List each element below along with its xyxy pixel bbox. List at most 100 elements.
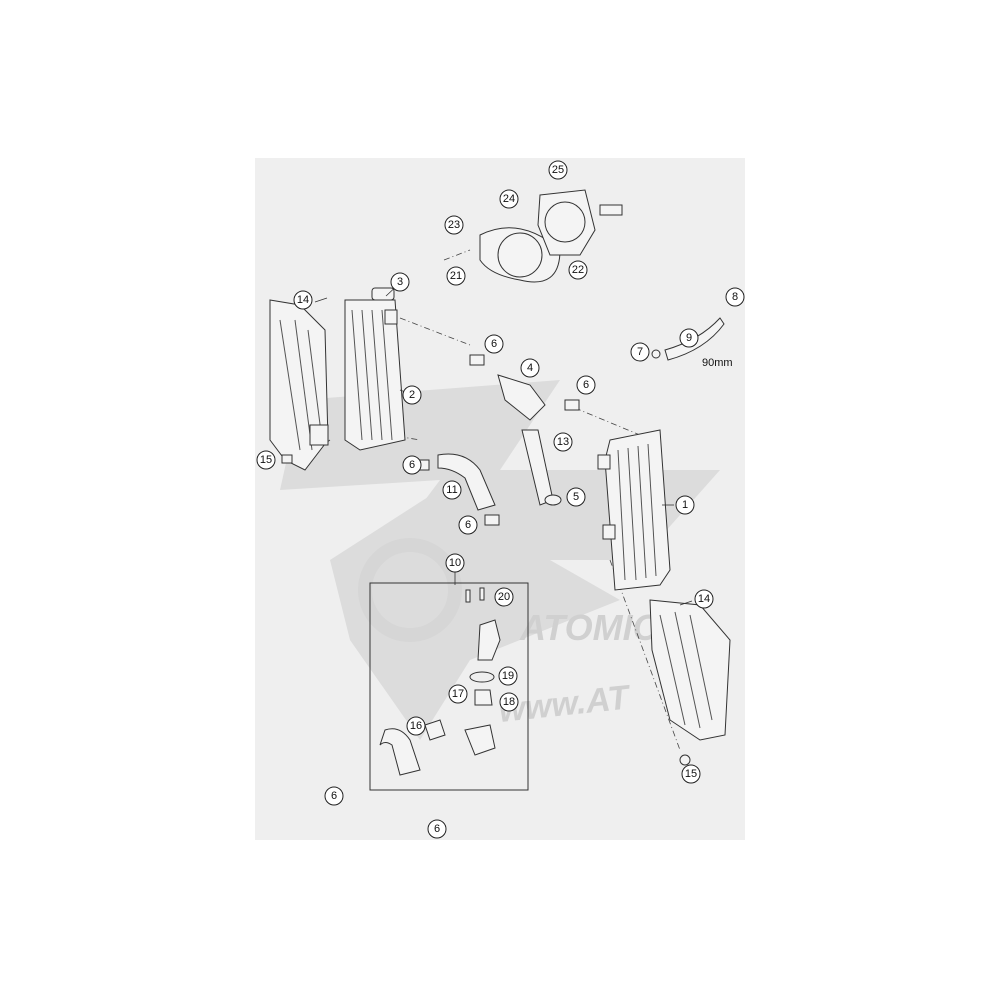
leader-line <box>314 297 328 303</box>
callout-label: 13 <box>557 436 569 448</box>
fan-bracket <box>479 227 561 283</box>
measurement-note: 90mm <box>702 357 733 369</box>
left-radiator-guard <box>269 299 329 471</box>
callout-label: 23 <box>448 219 460 231</box>
right-guard-louver <box>659 614 686 726</box>
left-guard-louver <box>307 329 323 441</box>
callout-label: 7 <box>637 346 643 358</box>
callout-label: 21 <box>450 270 462 282</box>
callout-label: 3 <box>397 276 403 288</box>
fan-assembly <box>479 189 623 283</box>
callout-label: 6 <box>434 823 440 835</box>
fitting-7 <box>651 349 661 359</box>
screw-20 <box>465 589 471 603</box>
callout-6: 6 <box>324 786 344 806</box>
callout-11: 11 <box>442 480 462 500</box>
radiator-fin <box>371 309 383 441</box>
callout-label: 2 <box>409 389 415 401</box>
thermostat-18 <box>474 689 493 706</box>
callout-label: 9 <box>686 332 692 344</box>
callout-label: 17 <box>452 688 464 700</box>
callout-label: 11 <box>446 484 457 496</box>
right-radiator <box>597 429 671 591</box>
callout-label: 8 <box>732 291 738 303</box>
fan-bracket-ring <box>497 232 543 278</box>
callout-17: 17 <box>448 684 468 704</box>
fan-rotor <box>544 201 586 243</box>
right-guard-body <box>649 599 731 741</box>
callout-label: 6 <box>491 338 497 350</box>
thermostat-housing-top <box>477 619 501 661</box>
callout-10: 10 <box>445 553 465 573</box>
thermostat-group-frame <box>369 582 529 791</box>
callout-6: 6 <box>576 375 596 395</box>
fan-connector <box>599 204 623 216</box>
callout-label: 6 <box>331 790 337 802</box>
radiator-fin <box>381 309 393 441</box>
callout-14: 14 <box>694 589 714 609</box>
callout-14: 14 <box>293 290 313 310</box>
left-guard-tab <box>309 424 329 446</box>
clamp <box>469 354 485 366</box>
thermostat-housing-bottom <box>464 724 496 756</box>
callout-label: 15 <box>685 768 697 780</box>
callout-label: 6 <box>409 459 415 471</box>
hose-17 <box>424 719 446 741</box>
callout-1: 1 <box>675 495 695 515</box>
watermark-ring <box>358 538 462 642</box>
callout-6: 6 <box>427 819 447 839</box>
callout-label: 5 <box>573 491 579 503</box>
callout-label: 14 <box>698 593 710 605</box>
clamp <box>484 514 500 526</box>
callout-label: 25 <box>552 164 564 176</box>
callout-label: 24 <box>503 193 515 205</box>
right-guard-louver <box>689 614 713 721</box>
callout-22: 22 <box>568 260 588 280</box>
callout-9: 9 <box>679 328 699 348</box>
hose-11 <box>437 453 496 511</box>
radiator-fin <box>361 309 373 441</box>
callout-label: 6 <box>583 379 589 391</box>
bolt-15-left <box>281 454 293 464</box>
thermostat-box <box>369 582 529 791</box>
callout-6: 6 <box>402 455 422 475</box>
callout-20: 20 <box>494 587 514 607</box>
assembly-line <box>574 407 641 436</box>
callout-2: 2 <box>402 385 422 405</box>
callout-6: 6 <box>484 334 504 354</box>
right-radiator-guard <box>649 599 731 741</box>
callout-23: 23 <box>444 215 464 235</box>
callout-13: 13 <box>553 432 573 452</box>
callout-19: 19 <box>498 666 518 686</box>
left-radiator <box>344 287 406 451</box>
callout-5: 5 <box>566 487 586 507</box>
callout-label: 14 <box>297 294 309 306</box>
radiator-fin <box>647 443 657 577</box>
clamp-5 <box>544 494 562 506</box>
assembly-line <box>443 249 471 261</box>
radiator-fin <box>637 445 647 579</box>
o-ring-19 <box>469 671 495 683</box>
leader-line <box>679 600 693 606</box>
radiator-mount-tab <box>597 454 611 470</box>
callout-4: 4 <box>520 358 540 378</box>
callout-label: 10 <box>449 557 461 569</box>
right-guard-louver <box>674 611 701 729</box>
callout-label: 4 <box>527 362 533 374</box>
callout-label: 1 <box>682 499 688 511</box>
callout-7: 7 <box>630 342 650 362</box>
callout-label: 22 <box>572 264 584 276</box>
callout-3: 3 <box>390 272 410 292</box>
callout-24: 24 <box>499 189 519 209</box>
callout-15: 15 <box>256 450 276 470</box>
callout-25: 25 <box>548 160 568 180</box>
callout-label: 6 <box>465 519 471 531</box>
callout-label: 19 <box>502 670 514 682</box>
callout-21: 21 <box>446 266 466 286</box>
callout-label: 18 <box>503 696 515 708</box>
clamp <box>564 399 580 411</box>
callout-8: 8 <box>725 287 745 307</box>
screw-20 <box>479 587 485 601</box>
radiator-fin <box>627 447 637 581</box>
callout-label: 15 <box>260 454 272 466</box>
